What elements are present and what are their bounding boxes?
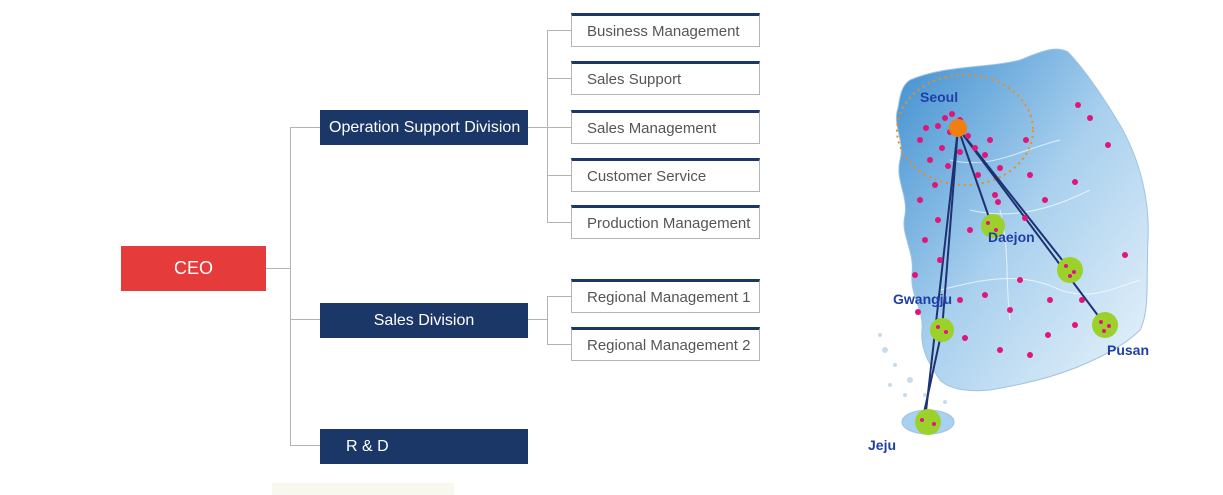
division-sales: Sales Division xyxy=(320,303,528,338)
city-label-gwangju: Gwangju xyxy=(893,291,952,307)
pusan-hub xyxy=(1092,312,1118,338)
daejon-hub xyxy=(981,214,1005,238)
connector-sales-out xyxy=(528,319,548,320)
connector-dept xyxy=(547,222,571,223)
connector-dept xyxy=(547,78,571,79)
dept-customer-service: Customer Service xyxy=(571,158,760,192)
city-label-jeju: Jeju xyxy=(868,437,896,453)
seoul-marker xyxy=(949,119,967,137)
footer-strip xyxy=(272,483,454,495)
dept-regional-management-2: Regional Management 2 xyxy=(571,327,760,361)
connector-dept xyxy=(547,296,571,297)
dept-sales-support: Sales Support xyxy=(571,61,760,95)
city-label-seoul: Seoul xyxy=(920,89,958,105)
connector-dept xyxy=(547,344,571,345)
dept-regional-management-1: Regional Management 1 xyxy=(571,279,760,313)
ceo-box: CEO xyxy=(121,246,266,291)
gwangju-hub xyxy=(930,318,954,342)
connector-dept xyxy=(547,30,571,31)
connector-rd xyxy=(290,445,320,446)
connector-op-out xyxy=(528,127,548,128)
korea-branch-map: Seoul Daejon Gwangju Pusan Jeju xyxy=(868,48,1149,453)
city-label-daejon: Daejon xyxy=(988,229,1035,245)
seoul-region-circle xyxy=(896,74,1034,186)
dept-business-management: Business Management xyxy=(571,13,760,47)
connector-dept xyxy=(547,127,571,128)
division-rnd: R & D xyxy=(320,429,528,464)
connector-sales-trunk xyxy=(547,296,548,344)
dept-production-management: Production Management xyxy=(571,205,760,239)
division-operation-support: Operation Support Division xyxy=(320,110,528,145)
connector-sales xyxy=(290,319,320,320)
connector-ceo xyxy=(266,268,291,269)
jeju-hub xyxy=(915,409,941,435)
connector-dept xyxy=(547,175,571,176)
connector-trunk xyxy=(290,127,291,445)
connector-op-trunk xyxy=(547,30,548,223)
hub xyxy=(1057,257,1083,283)
connector-op xyxy=(290,127,320,128)
city-label-pusan: Pusan xyxy=(1107,342,1149,358)
dept-sales-management: Sales Management xyxy=(571,110,760,144)
